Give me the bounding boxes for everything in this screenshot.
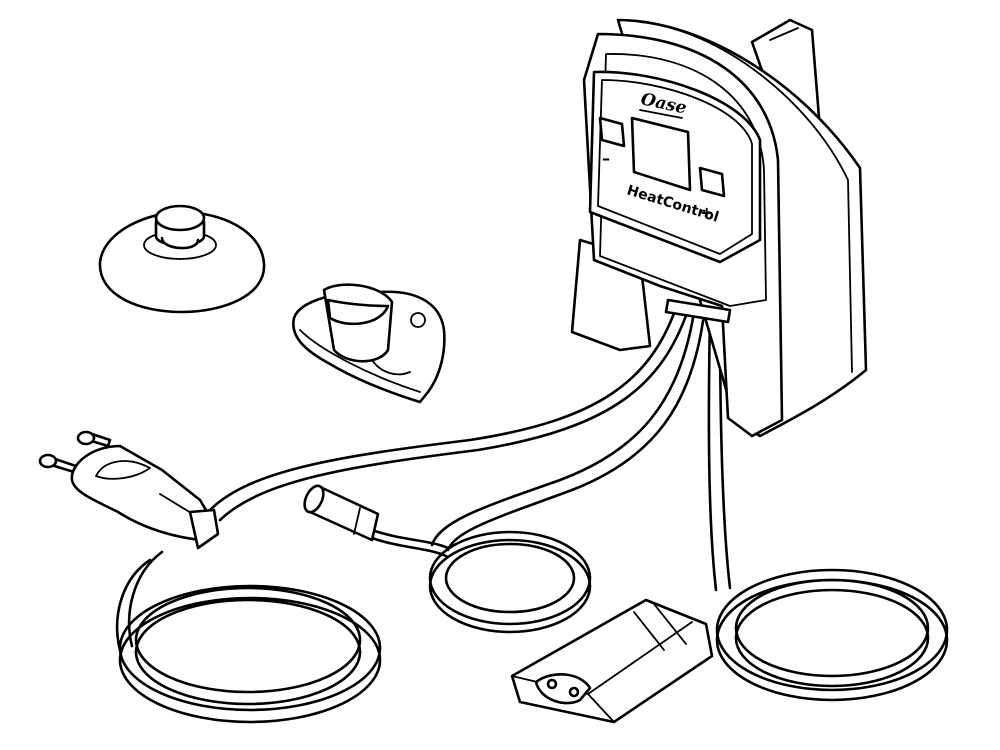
mains-plug [38,430,220,550]
cable-bundle [208,306,732,592]
sensor-cable-coil [428,530,592,634]
suction-cup [98,204,266,314]
minus-sign: – [602,149,610,168]
temperature-sensor [303,484,380,542]
plus-button [698,166,726,198]
cable-clip [292,283,446,404]
socket-cable-coil [715,568,949,702]
plug-cable-coil [115,550,382,724]
controller-unit: Oase HeatControl – + [570,18,868,438]
power-socket [510,598,714,724]
minus-button [598,116,626,148]
plus-sign: + [700,203,713,222]
